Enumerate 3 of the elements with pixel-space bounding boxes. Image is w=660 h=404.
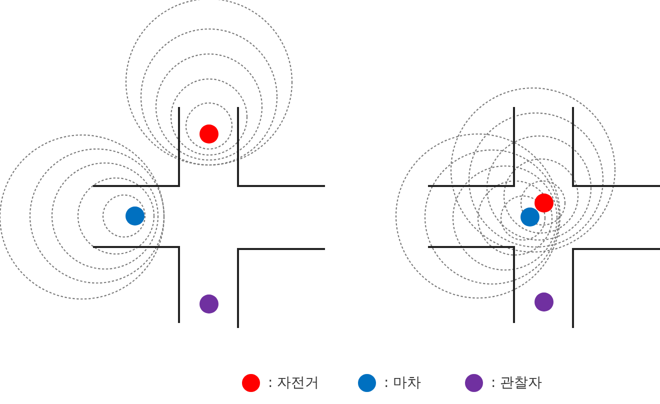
legend-label: : 관찰자 bbox=[491, 374, 542, 392]
legend-label: : 자전거 bbox=[268, 374, 320, 392]
legend-label: : 마차 bbox=[384, 374, 422, 392]
